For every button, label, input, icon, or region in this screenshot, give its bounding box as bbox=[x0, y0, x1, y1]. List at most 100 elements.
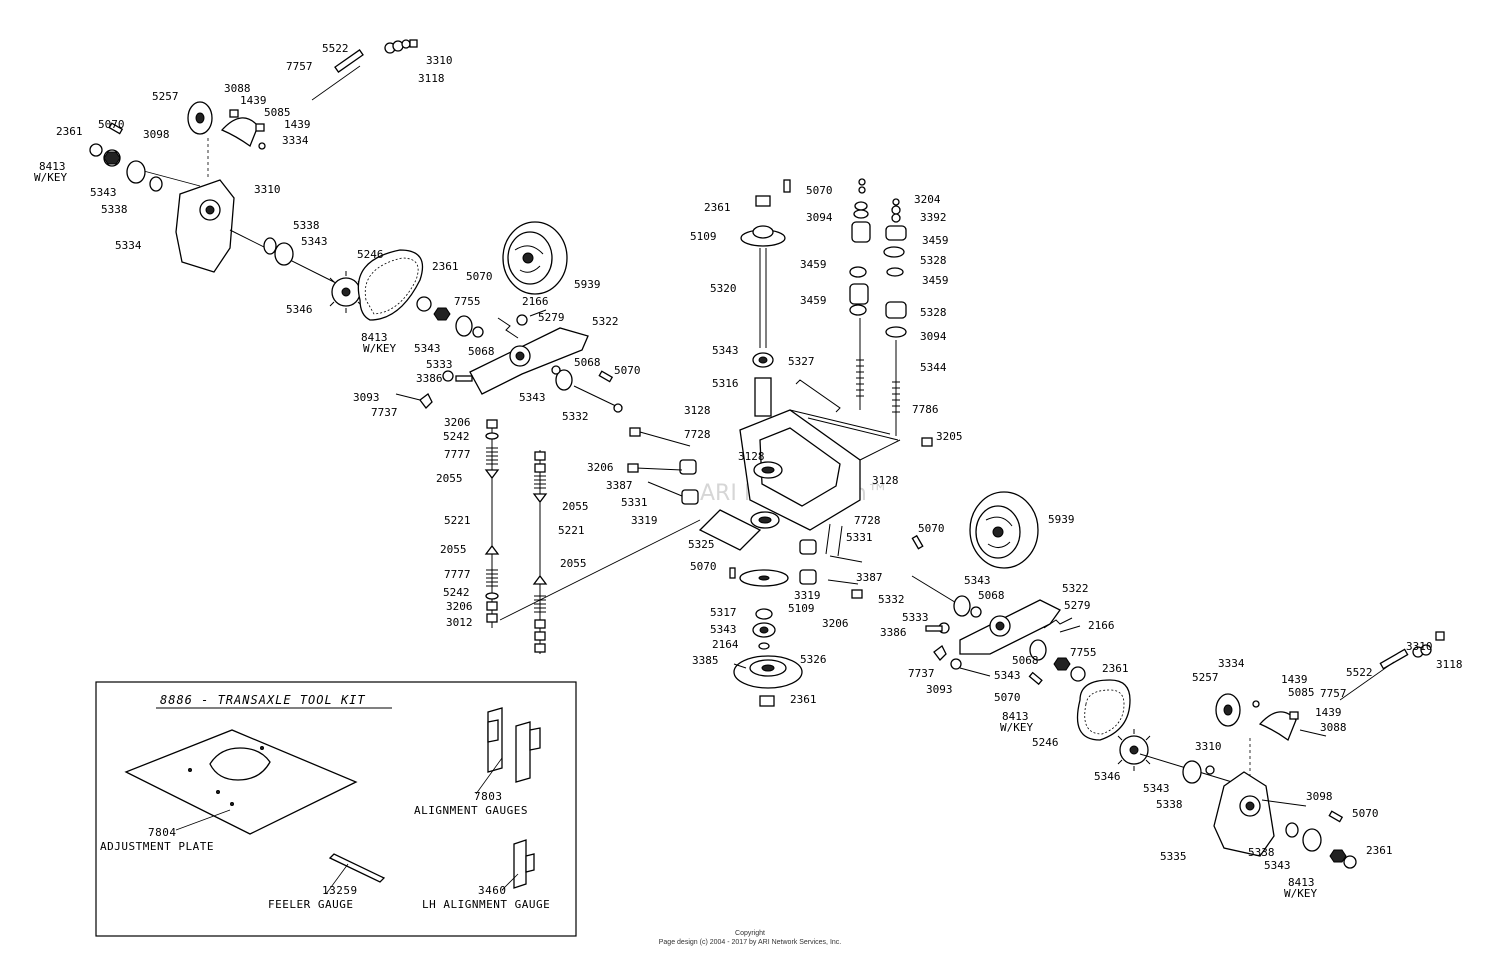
part-label-5221[interactable]: 5221 bbox=[444, 514, 471, 527]
part-label-5242[interactable]: 5242 bbox=[443, 586, 470, 599]
part-label-3093[interactable]: 3093 bbox=[926, 683, 953, 696]
part-label-2055[interactable]: 2055 bbox=[440, 543, 467, 556]
part-label-5068[interactable]: 5068 bbox=[468, 345, 495, 358]
part-label-5246[interactable]: 5246 bbox=[357, 248, 384, 261]
part-label-3319[interactable]: 3319 bbox=[631, 514, 658, 527]
part-label-W/KEY[interactable]: W/KEY bbox=[34, 171, 67, 184]
part-label-W/KEY[interactable]: W/KEY bbox=[1284, 887, 1317, 900]
part-label-1439[interactable]: 1439 bbox=[240, 94, 267, 107]
part-label-3310[interactable]: 3310 bbox=[1195, 740, 1222, 753]
part-label-5331[interactable]: 5331 bbox=[846, 531, 873, 544]
part-label-5320[interactable]: 5320 bbox=[710, 282, 737, 295]
part-label-7737[interactable]: 7737 bbox=[908, 667, 935, 680]
part-label-5332[interactable]: 5332 bbox=[878, 593, 905, 606]
part-label-8413[interactable]: 8413 bbox=[1002, 710, 1029, 723]
part-label-5327[interactable]: 5327 bbox=[788, 355, 815, 368]
part-label-8413[interactable]: 8413 bbox=[1288, 876, 1315, 889]
part-label-W/KEY[interactable]: W/KEY bbox=[1000, 721, 1033, 734]
part-label-3206[interactable]: 3206 bbox=[587, 461, 614, 474]
part-label-2055[interactable]: 2055 bbox=[560, 557, 587, 570]
part-label-3386[interactable]: 3386 bbox=[880, 626, 907, 639]
part-label-5257[interactable]: 5257 bbox=[1192, 671, 1219, 684]
part-label-5325[interactable]: 5325 bbox=[688, 538, 715, 551]
part-label-5257[interactable]: 5257 bbox=[152, 90, 179, 103]
part-label-2166[interactable]: 2166 bbox=[1088, 619, 1115, 632]
part-label-7757[interactable]: 7757 bbox=[1320, 687, 1347, 700]
part-label-5221[interactable]: 5221 bbox=[558, 524, 585, 537]
part-label-5939[interactable]: 5939 bbox=[1048, 513, 1075, 526]
part-label-5070[interactable]: 5070 bbox=[1352, 807, 1379, 820]
part-label-5242[interactable]: 5242 bbox=[443, 430, 470, 443]
part-label-5346[interactable]: 5346 bbox=[1094, 770, 1121, 783]
part-label-3385[interactable]: 3385 bbox=[692, 654, 719, 667]
part-label-5343[interactable]: 5343 bbox=[414, 342, 441, 355]
part-label-5333[interactable]: 5333 bbox=[902, 611, 929, 624]
part-label-5338[interactable]: 5338 bbox=[1248, 846, 1275, 859]
part-label-5343[interactable]: 5343 bbox=[90, 186, 117, 199]
part-label-5246[interactable]: 5246 bbox=[1032, 736, 1059, 749]
part-label-3012[interactable]: 3012 bbox=[446, 616, 473, 629]
part-label-3118[interactable]: 3118 bbox=[418, 72, 445, 85]
part-label-5068[interactable]: 5068 bbox=[574, 356, 601, 369]
part-label-3098[interactable]: 3098 bbox=[1306, 790, 1333, 803]
part-label-3128[interactable]: 3128 bbox=[684, 404, 711, 417]
part-label-5279[interactable]: 5279 bbox=[1064, 599, 1091, 612]
part-label-7757[interactable]: 7757 bbox=[286, 60, 313, 73]
part-label-3205[interactable]: 3205 bbox=[936, 430, 963, 443]
part-label-5328[interactable]: 5328 bbox=[920, 306, 947, 319]
part-label-3310[interactable]: 3310 bbox=[1406, 640, 1433, 653]
part-label-5522[interactable]: 5522 bbox=[1346, 666, 1373, 679]
part-label-3392[interactable]: 3392 bbox=[920, 211, 947, 224]
part-label-5338[interactable]: 5338 bbox=[101, 203, 128, 216]
part-label-5070[interactable]: 5070 bbox=[690, 560, 717, 573]
part-label-5085[interactable]: 5085 bbox=[264, 106, 291, 119]
part-label-7777[interactable]: 7777 bbox=[444, 448, 471, 461]
part-label-5322[interactable]: 5322 bbox=[1062, 582, 1089, 595]
part-label-5109[interactable]: 5109 bbox=[788, 602, 815, 615]
part-label-7728[interactable]: 7728 bbox=[854, 514, 881, 527]
part-label-5068[interactable]: 5068 bbox=[1012, 654, 1039, 667]
part-label-2361[interactable]: 2361 bbox=[790, 693, 817, 706]
part-label-2361[interactable]: 2361 bbox=[704, 201, 731, 214]
part-label-W/KEY[interactable]: W/KEY bbox=[363, 342, 396, 355]
part-label-5279[interactable]: 5279 bbox=[538, 311, 565, 324]
part-label-5331[interactable]: 5331 bbox=[621, 496, 648, 509]
part-label-5338[interactable]: 5338 bbox=[1156, 798, 1183, 811]
part-label-3206[interactable]: 3206 bbox=[446, 600, 473, 613]
part-label-1439[interactable]: 1439 bbox=[1281, 673, 1308, 686]
part-label-5338[interactable]: 5338 bbox=[293, 219, 320, 232]
part-label-5070[interactable]: 5070 bbox=[806, 184, 833, 197]
part-label-2361[interactable]: 2361 bbox=[1102, 662, 1129, 675]
part-label-2055[interactable]: 2055 bbox=[562, 500, 589, 513]
part-label-7777[interactable]: 7777 bbox=[444, 568, 471, 581]
part-label-3319[interactable]: 3319 bbox=[794, 589, 821, 602]
part-label-3334[interactable]: 3334 bbox=[282, 134, 309, 147]
part-label-5070[interactable]: 5070 bbox=[614, 364, 641, 377]
part-label-5333[interactable]: 5333 bbox=[426, 358, 453, 371]
part-label-3459[interactable]: 3459 bbox=[800, 258, 827, 271]
part-label-5343[interactable]: 5343 bbox=[301, 235, 328, 248]
part-label-3334[interactable]: 3334 bbox=[1218, 657, 1245, 670]
part-label-5343[interactable]: 5343 bbox=[712, 344, 739, 357]
part-label-5316[interactable]: 5316 bbox=[712, 377, 739, 390]
part-label-5326[interactable]: 5326 bbox=[800, 653, 827, 666]
part-label-3459[interactable]: 3459 bbox=[922, 234, 949, 247]
part-label-3206[interactable]: 3206 bbox=[822, 617, 849, 630]
part-label-3204[interactable]: 3204 bbox=[914, 193, 941, 206]
part-label-3128[interactable]: 3128 bbox=[872, 474, 899, 487]
part-label-3088[interactable]: 3088 bbox=[224, 82, 251, 95]
part-label-3386[interactable]: 3386 bbox=[416, 372, 443, 385]
part-label-5332[interactable]: 5332 bbox=[562, 410, 589, 423]
part-label-3387[interactable]: 3387 bbox=[606, 479, 633, 492]
part-label-5343[interactable]: 5343 bbox=[519, 391, 546, 404]
part-label-3206[interactable]: 3206 bbox=[444, 416, 471, 429]
part-label-5343[interactable]: 5343 bbox=[1143, 782, 1170, 795]
part-label-5317[interactable]: 5317 bbox=[710, 606, 737, 619]
part-label-3128[interactable]: 3128 bbox=[738, 450, 765, 463]
part-label-3387[interactable]: 3387 bbox=[856, 571, 883, 584]
part-label-8413[interactable]: 8413 bbox=[361, 331, 388, 344]
part-label-5322[interactable]: 5322 bbox=[592, 315, 619, 328]
part-label-3094[interactable]: 3094 bbox=[806, 211, 833, 224]
part-label-2055[interactable]: 2055 bbox=[436, 472, 463, 485]
part-label-1439[interactable]: 1439 bbox=[284, 118, 311, 131]
